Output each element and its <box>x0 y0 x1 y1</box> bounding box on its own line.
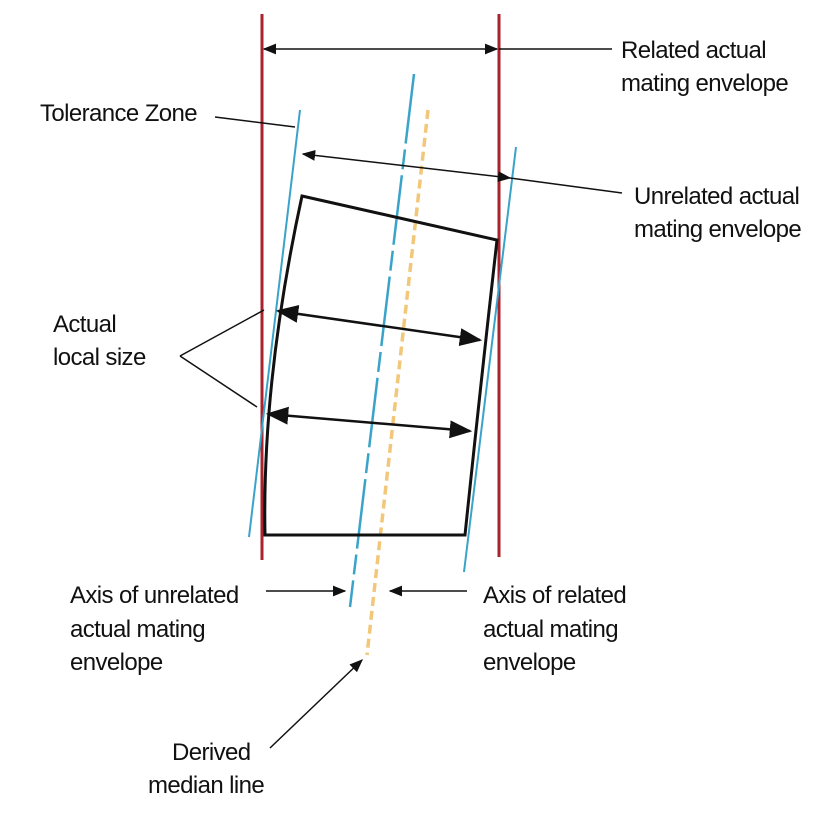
label-axis-related-1: Axis of related <box>483 582 626 609</box>
label-derived-median-2: median line <box>148 772 264 799</box>
label-actual-local-size-1: Actual <box>53 311 116 338</box>
derived-median-arrow <box>269 659 363 749</box>
derived-median-line <box>365 109 430 656</box>
local-size-arrow-lower <box>265 406 473 439</box>
local-size-arrow-upper <box>275 304 483 347</box>
local-size-leader-upper <box>179 309 265 357</box>
axis-unrelated-line <box>348 73 416 608</box>
label-derived-median-1: Derived <box>172 739 251 766</box>
label-axis-unrelated-3: envelope <box>70 649 163 676</box>
unrelated-envelope-leader <box>509 177 623 194</box>
unrelated-envelope-arrow <box>301 150 512 182</box>
tolerance-zone-leader <box>214 116 296 128</box>
label-axis-unrelated-2: actual mating <box>70 616 205 643</box>
label-actual-local-size-2: local size <box>53 344 146 371</box>
label-axis-unrelated-1: Axis of unrelated <box>70 582 239 609</box>
local-size-leader-lower <box>179 355 258 408</box>
label-axis-related-3: envelope <box>483 649 576 676</box>
tolerance-zone-right-line <box>463 146 517 573</box>
feature-outline <box>263 194 499 537</box>
label-unrelated-envelope-1: Unrelated actual <box>634 183 799 210</box>
label-unrelated-envelope-2: mating envelope <box>634 216 801 243</box>
label-axis-related-2: actual mating <box>483 616 618 643</box>
tolerance-zone-left-line <box>248 109 301 538</box>
label-tolerance-zone: Tolerance Zone <box>40 100 197 127</box>
label-related-envelope-2: mating envelope <box>621 70 788 97</box>
label-related-envelope-1: Related actual <box>621 37 766 64</box>
